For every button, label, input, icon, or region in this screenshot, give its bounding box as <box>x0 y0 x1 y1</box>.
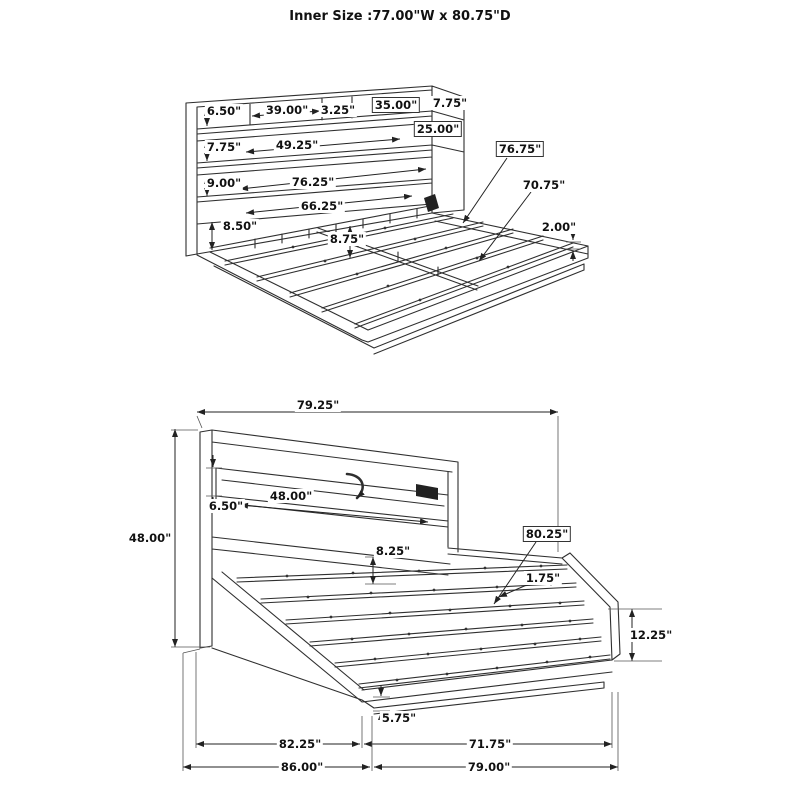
dim-band2-width: 49.25" <box>273 138 321 152</box>
dim-plinth-height: 5.75" <box>379 711 419 725</box>
dim-headboard-height: 48.00" <box>126 531 174 545</box>
dim-shelf-height: 6.50" <box>204 104 244 118</box>
top-slat-screw-dots <box>291 226 510 302</box>
bottom-platform-outline <box>211 547 621 715</box>
dim-slat-thickness: 1.75" <box>523 571 563 585</box>
dim-shelf-section1-width: 39.00" <box>263 103 311 117</box>
corner-bracket-hardware <box>424 194 439 212</box>
shelf-cubby-hardware <box>416 484 438 500</box>
dim-side-height: 12.25" <box>627 628 675 642</box>
dim-depth-outer: 86.00" <box>278 760 326 774</box>
bottom-slats <box>236 564 611 689</box>
dim-headboard-width: 79.25" <box>294 398 342 412</box>
dim-slat-gap: 8.75" <box>327 232 367 246</box>
dim-base-height: 8.50" <box>220 219 260 233</box>
dim-rail-lip: 2.00" <box>539 220 579 234</box>
dim-slat-length: 76.75" <box>495 141 545 157</box>
dim-platform-depth: 80.25" <box>522 526 572 542</box>
dim-band2-height: 7.75" <box>204 140 244 154</box>
dim-platform-offset: 8.25" <box>373 544 413 558</box>
dim-band3-width: 76.25" <box>289 175 337 189</box>
dim-shelf-opening-width: 48.00" <box>267 489 315 503</box>
bottom-slat-screw-dots <box>285 564 592 682</box>
dim-shelf-opening-height: 6.50" <box>206 499 246 513</box>
dim-inner-length: 70.75" <box>520 178 568 192</box>
dim-shelf-divider-width: 3.25" <box>318 103 358 117</box>
dim-band3-height: 9.00" <box>204 176 244 190</box>
dim-width-inner: 71.75" <box>466 737 514 751</box>
shelf-curve-mark <box>345 472 365 500</box>
dim-shelf-section2-width: 35.00" <box>371 97 421 113</box>
dim-depth-inner: 82.25" <box>276 737 324 751</box>
dim-width-outer: 79.00" <box>465 760 513 774</box>
dim-base-width: 66.25" <box>298 199 346 213</box>
top-slats <box>224 213 574 329</box>
dim-side-compartment: 25.00" <box>413 121 463 137</box>
diagram-title: Inner Size :77.00"W x 80.75"D <box>289 9 511 24</box>
dim-top-panel-depth: 7.75" <box>430 96 470 110</box>
